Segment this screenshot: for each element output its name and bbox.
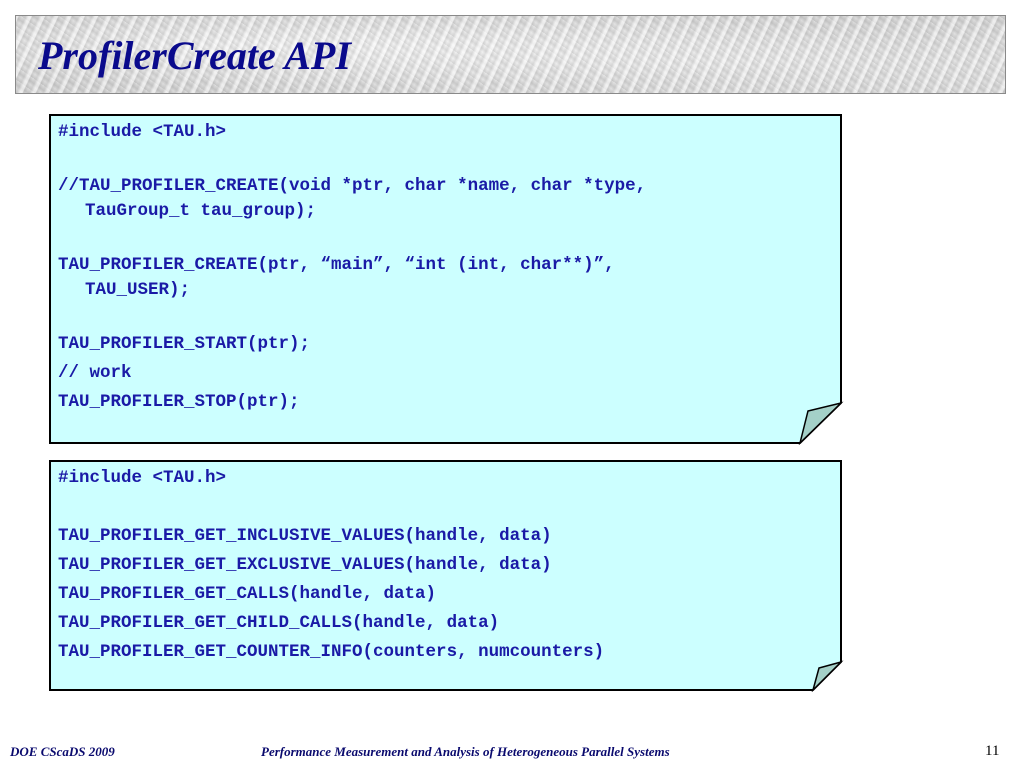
code-line: #include <TAU.h>	[58, 122, 227, 142]
code-line: //TAU_PROFILER_CREATE(void *ptr, char *n…	[58, 176, 647, 196]
title-banner: ProfilerCreate API	[15, 15, 1006, 94]
page-number: 11	[985, 743, 1000, 759]
note-shape	[49, 114, 844, 445]
code-note-create: #include <TAU.h> //TAU_PROFILER_CREATE(v…	[49, 114, 844, 445]
code-line: TauGroup_t tau_group);	[85, 201, 317, 221]
slide-title: ProfilerCreate API	[38, 33, 351, 78]
code-line: TAU_PROFILER_GET_CHILD_CALLS(handle, dat…	[58, 613, 500, 633]
folded-corner-icon	[798, 401, 844, 445]
code-line: TAU_PROFILER_GET_EXCLUSIVE_VALUES(handle…	[58, 555, 552, 575]
code-line: TAU_PROFILER_START(ptr);	[58, 334, 311, 354]
code-line: TAU_USER);	[85, 280, 191, 300]
code-line: // work	[58, 363, 132, 383]
code-block-create: #include <TAU.h> //TAU_PROFILER_CREATE(v…	[58, 118, 646, 417]
folded-corner-icon	[811, 660, 844, 692]
footer-talk-title: Performance Measurement and Analysis of …	[261, 744, 670, 759]
code-block-get-values: #include <TAU.h> TAU_PROFILER_GET_INCLUS…	[58, 464, 604, 667]
code-line: #include <TAU.h>	[58, 468, 227, 488]
code-note-get-values: #include <TAU.h> TAU_PROFILER_GET_INCLUS…	[49, 460, 844, 692]
footer-event: DOE CScaDS 2009	[10, 744, 115, 759]
code-line: TAU_PROFILER_GET_CALLS(handle, data)	[58, 584, 437, 604]
code-line: TAU_PROFILER_CREATE(ptr, “main”, “int (i…	[58, 255, 615, 275]
code-line: TAU_PROFILER_GET_COUNTER_INFO(counters, …	[58, 642, 605, 662]
code-line: TAU_PROFILER_GET_INCLUSIVE_VALUES(handle…	[58, 526, 552, 546]
note-shape	[49, 460, 844, 692]
code-line: TAU_PROFILER_STOP(ptr);	[58, 392, 300, 412]
